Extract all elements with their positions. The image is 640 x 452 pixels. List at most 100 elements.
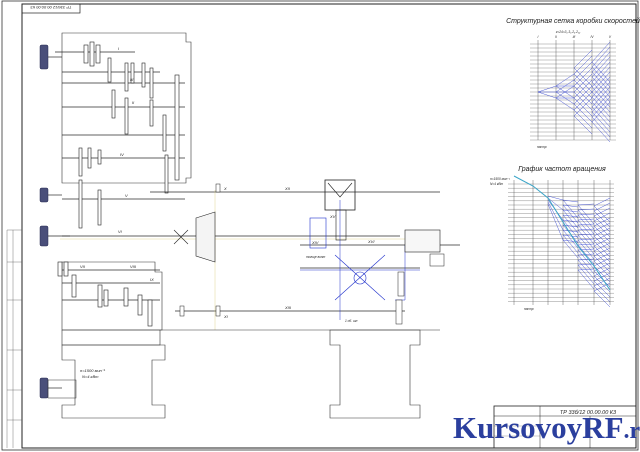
rg-ray xyxy=(593,272,611,282)
rg-ray xyxy=(577,233,595,236)
rg-ray xyxy=(562,214,579,234)
rpm-graph-axis-label: настр xyxy=(524,307,534,311)
rg-ray xyxy=(593,280,611,298)
rg-ray xyxy=(577,243,595,246)
shaft-label-VI: VI xyxy=(118,229,123,234)
gear xyxy=(78,147,83,177)
gear xyxy=(137,294,143,316)
rg-ray xyxy=(562,239,579,259)
gear xyxy=(78,179,83,229)
shaft-label-VII: VII xyxy=(80,264,86,269)
headstock-housing xyxy=(61,32,192,184)
sg-ray xyxy=(573,73,593,93)
sg-ray xyxy=(537,85,557,93)
rg-ray xyxy=(593,217,611,227)
gear xyxy=(111,89,116,119)
sg-shaft-label: III xyxy=(573,35,576,39)
left-margin-strip xyxy=(6,229,22,448)
shaft-label-X: X xyxy=(223,186,227,191)
kinematic-scheme: I II III IV V VI VII VIII IX X XI XII XI… xyxy=(39,32,460,419)
pump-block xyxy=(47,379,77,399)
sg-shaft-label: IV xyxy=(590,35,594,39)
rg-ray xyxy=(562,199,579,203)
sg-shaft-label: II xyxy=(555,35,557,39)
gear xyxy=(97,149,102,165)
sg-ray xyxy=(591,86,611,108)
rg-ray xyxy=(593,197,611,207)
gear xyxy=(87,147,92,169)
gear xyxy=(63,261,69,277)
feed-box xyxy=(61,261,163,331)
rg-ray xyxy=(562,219,579,223)
rg-ray xyxy=(593,202,611,212)
rg-ray xyxy=(577,258,595,261)
sg-ray xyxy=(573,61,593,81)
gear xyxy=(124,62,129,92)
rg-ray xyxy=(562,204,579,208)
pump-motor xyxy=(39,377,49,399)
rg-ray xyxy=(593,285,611,303)
rg-ray xyxy=(577,264,595,285)
structure-grid-axis-label: настр xyxy=(537,145,547,149)
apron-cross xyxy=(334,254,386,301)
rg-ray xyxy=(577,218,595,221)
shaft-label-III: III xyxy=(130,77,134,82)
sg-ray xyxy=(591,106,611,128)
rg-ray xyxy=(593,247,611,257)
shaft-label-XV: XV xyxy=(329,214,336,219)
rg-ray xyxy=(562,234,579,254)
title-block: ТР 33б/12 00.00.00 К3 xyxy=(493,405,637,449)
sg-ray xyxy=(573,67,593,87)
sg-ray xyxy=(573,115,593,135)
gear xyxy=(174,74,180,181)
gear xyxy=(103,289,109,307)
rg-ray xyxy=(577,269,595,290)
shaft-label-XI: XI xyxy=(223,314,229,319)
rg-ray xyxy=(577,228,595,231)
shaft-label-XIV: XIV xyxy=(311,240,319,245)
rg-ray xyxy=(547,195,564,201)
sg-ray xyxy=(573,97,593,117)
structure-grid-title: Структурная сетка коробки скоростей xyxy=(506,17,640,25)
rg-ray xyxy=(562,214,579,218)
gear xyxy=(97,189,102,226)
sg-ray xyxy=(591,51,611,73)
rg-ray xyxy=(593,227,611,237)
rapid-motor xyxy=(39,225,49,247)
sg-ray xyxy=(591,111,611,133)
tailstock xyxy=(404,229,441,253)
shaft-label-IV: IV xyxy=(120,152,124,157)
rg-ray xyxy=(577,223,595,226)
structure-grid-chart: Структурная сетка коробки скоростей z=24… xyxy=(506,17,640,149)
lower-note: 1 об. шп xyxy=(345,319,358,323)
watermark: KursovoyRF.ru xyxy=(453,410,640,446)
rg-ray xyxy=(547,201,564,231)
rg-ray xyxy=(593,277,611,287)
sg-ray xyxy=(573,85,593,105)
pump-motor-power: N=4 кВт xyxy=(82,374,99,379)
title-block-code: ТР 33б/12 00.00.00 К3 xyxy=(560,410,617,416)
rg-ray xyxy=(593,275,611,293)
sg-ray xyxy=(591,96,611,118)
rg-ray xyxy=(577,208,595,211)
sg-shaft-label: I xyxy=(538,35,539,39)
rg-ray xyxy=(593,232,611,242)
rg-ray xyxy=(547,197,564,211)
rg-ray xyxy=(562,204,579,224)
sg-ray xyxy=(573,49,593,69)
sg-ray xyxy=(573,103,593,123)
corner-stamp-text: ТР 33б/12 00.00.00 К3 xyxy=(30,5,72,10)
rg-ray xyxy=(577,203,595,206)
shaft-label-XII: XII xyxy=(284,186,291,191)
sg-ray xyxy=(591,61,611,83)
sg-ray xyxy=(555,97,575,111)
shaft-label-VIII: VIII xyxy=(130,264,137,269)
sg-ray xyxy=(591,121,611,143)
gear xyxy=(97,284,103,308)
rg-ray xyxy=(593,257,611,267)
rg-ray xyxy=(577,263,595,266)
rg-ray xyxy=(593,267,611,277)
gear xyxy=(57,261,63,277)
pump-motor-speed: n=1500 мин⁻¹ xyxy=(80,368,106,373)
